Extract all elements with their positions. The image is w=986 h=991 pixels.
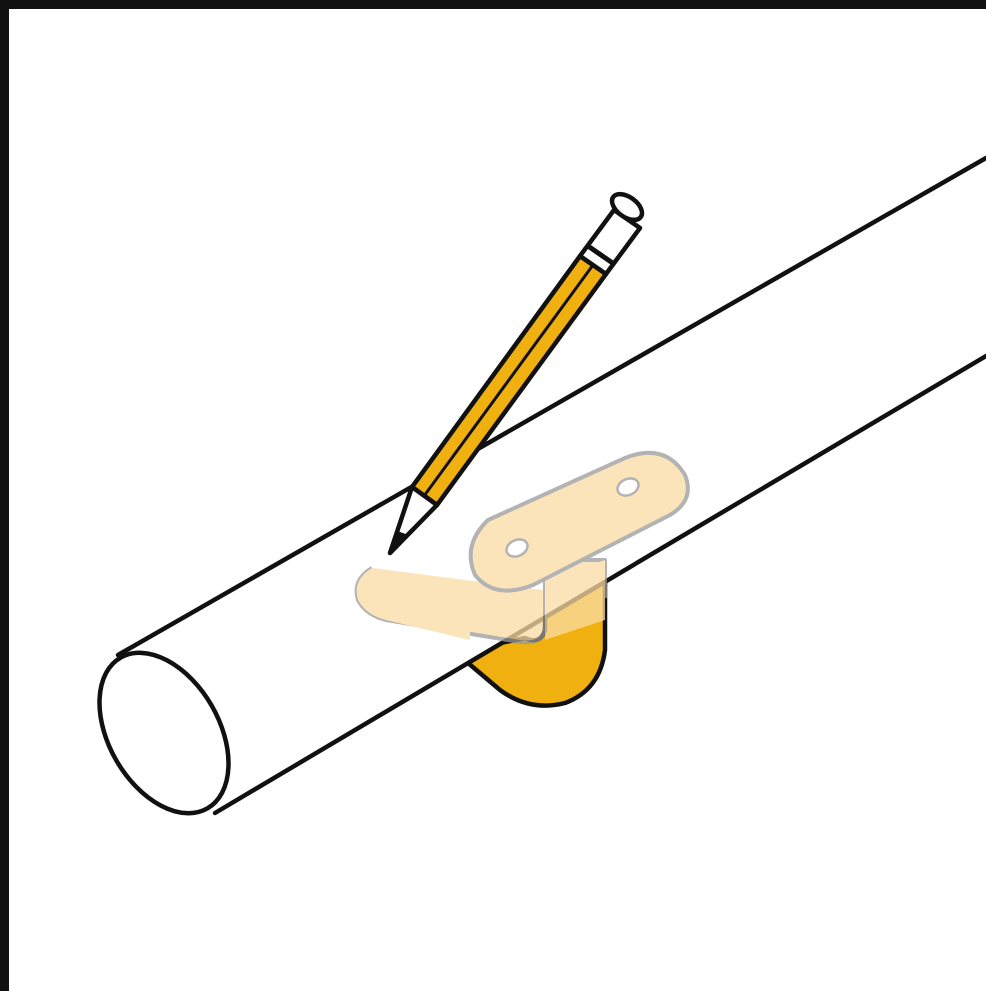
bracket-ghost-horizontal [356,568,470,640]
pencil-eraser-end [609,191,645,223]
pencil-ferrule [577,207,643,277]
pencil-center-line [422,264,595,497]
handrail-tube [97,155,986,816]
pencil-band [586,243,616,267]
rail-end-cap [97,650,231,816]
pencil-lead [389,531,409,554]
pencil [387,191,645,556]
bracket-hole-right [616,477,640,497]
bracket-ghost-stem [545,560,605,640]
bracket-hole-left [505,538,529,558]
bracket-ghost [354,450,690,645]
rail-top-edge [115,155,986,658]
